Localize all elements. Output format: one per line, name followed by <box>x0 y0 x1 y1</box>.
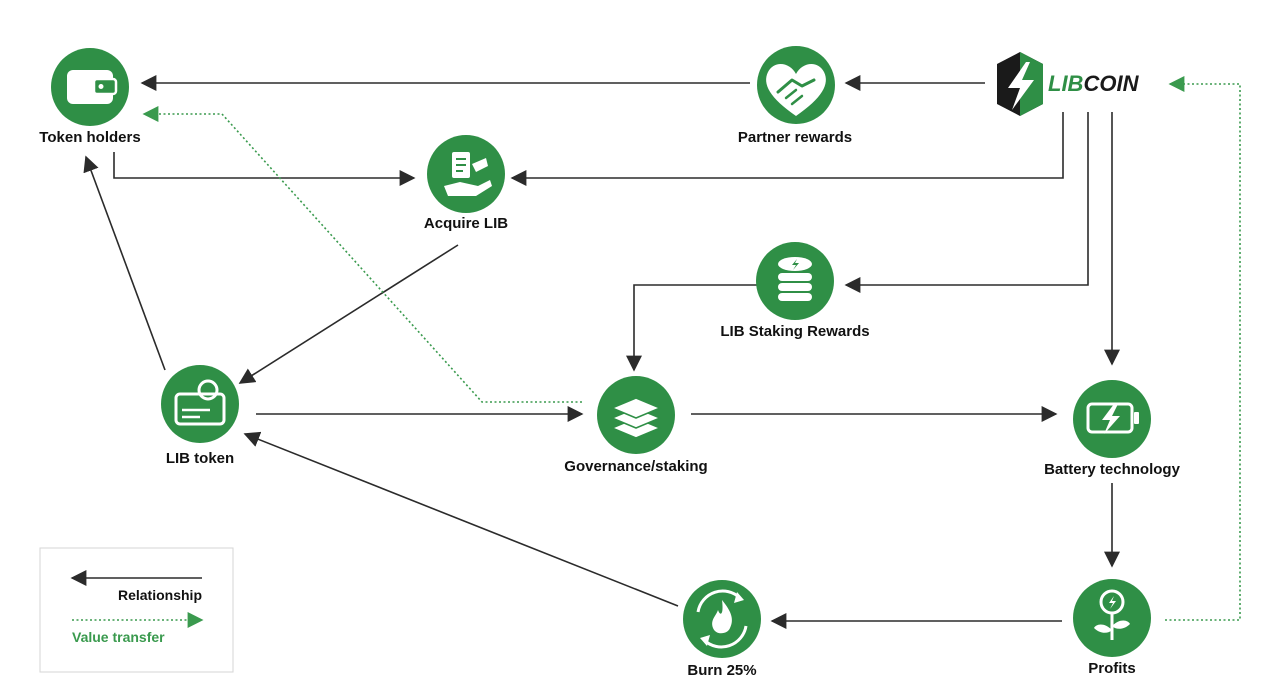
node-label-acquire-lib: Acquire LIB <box>424 215 508 232</box>
libcoin-logo: LIBCOIN <box>997 52 1140 116</box>
value-transfer-arrows <box>142 76 1241 621</box>
node-lib-token: LIB token <box>161 365 239 467</box>
logo-wordmark: LIBCOIN <box>1048 71 1140 96</box>
wallet-icon <box>67 70 118 104</box>
node-staking-rewards: LIB Staking Rewards <box>720 242 870 340</box>
arrow-profits-to-logo-value <box>1165 76 1241 621</box>
arrow-logo-to-staking-rewards <box>844 112 1089 293</box>
relationship-arrows <box>83 75 1120 629</box>
legend-relationship-label: Relationship <box>118 587 202 603</box>
growth-plant-icon <box>1094 589 1130 640</box>
arrow-token-to-holders <box>83 155 166 371</box>
node-token-holders: Token holders <box>39 48 141 146</box>
legend: Relationship Value transfer <box>39 547 234 673</box>
node-label-profits: Profits <box>1088 660 1136 677</box>
hand-receipt-icon <box>444 152 492 196</box>
node-label-staking-rewards: LIB Staking Rewards <box>720 323 869 340</box>
arrow-holders-to-acquire <box>113 152 416 186</box>
battery-charging-icon <box>1086 402 1139 434</box>
legend-value-transfer-label: Value transfer <box>72 629 165 645</box>
node-burn: Burn 25% <box>683 580 761 679</box>
node-battery: Battery technology <box>1044 380 1181 478</box>
node-acquire-lib: Acquire LIB <box>424 135 508 232</box>
node-label-lib-token: LIB token <box>166 450 234 467</box>
lightning-hexagon-icon <box>997 52 1043 116</box>
layers-icon <box>610 397 662 439</box>
logo-suffix: COIN <box>1083 71 1139 96</box>
arrow-burn-to-token <box>243 431 679 607</box>
handshake-heart-icon <box>766 63 826 116</box>
arrow-logo-to-acquire <box>510 112 1064 186</box>
token-card-icon <box>174 379 226 426</box>
node-governance: Governance/staking <box>564 376 708 475</box>
fire-cycle-icon <box>696 589 748 649</box>
arrow-acquire-to-token <box>238 244 459 384</box>
node-label-governance: Governance/staking <box>564 458 707 475</box>
arrow-governance-to-holders-value <box>142 106 582 403</box>
arrow-staking-to-governance <box>626 284 757 372</box>
node-label-partner-rewards: Partner rewards <box>738 129 852 146</box>
node-label-battery: Battery technology <box>1044 461 1181 478</box>
node-label-burn: Burn 25% <box>687 662 756 679</box>
node-profits: Profits <box>1073 579 1151 677</box>
legend-box <box>39 547 234 673</box>
node-label-token-holders: Token holders <box>39 129 140 146</box>
logo-prefix: LIB <box>1048 71 1084 96</box>
coin-stack-icon <box>778 257 812 301</box>
node-partner-rewards: Partner rewards <box>738 46 852 146</box>
